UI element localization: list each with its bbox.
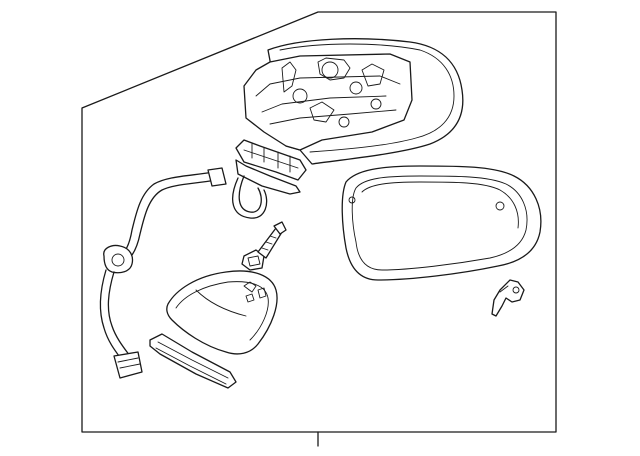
mirror-glass-icon	[341, 165, 542, 281]
mounting-bolt-icon	[241, 221, 287, 271]
diagram-boundary	[81, 11, 557, 447]
wiring-harness-icon	[99, 167, 268, 379]
retaining-clip-icon	[491, 279, 525, 317]
mirror-cover-cap-icon	[166, 270, 278, 355]
mirror-housing-icon	[235, 38, 464, 195]
turn-signal-lamp-icon	[149, 333, 237, 389]
